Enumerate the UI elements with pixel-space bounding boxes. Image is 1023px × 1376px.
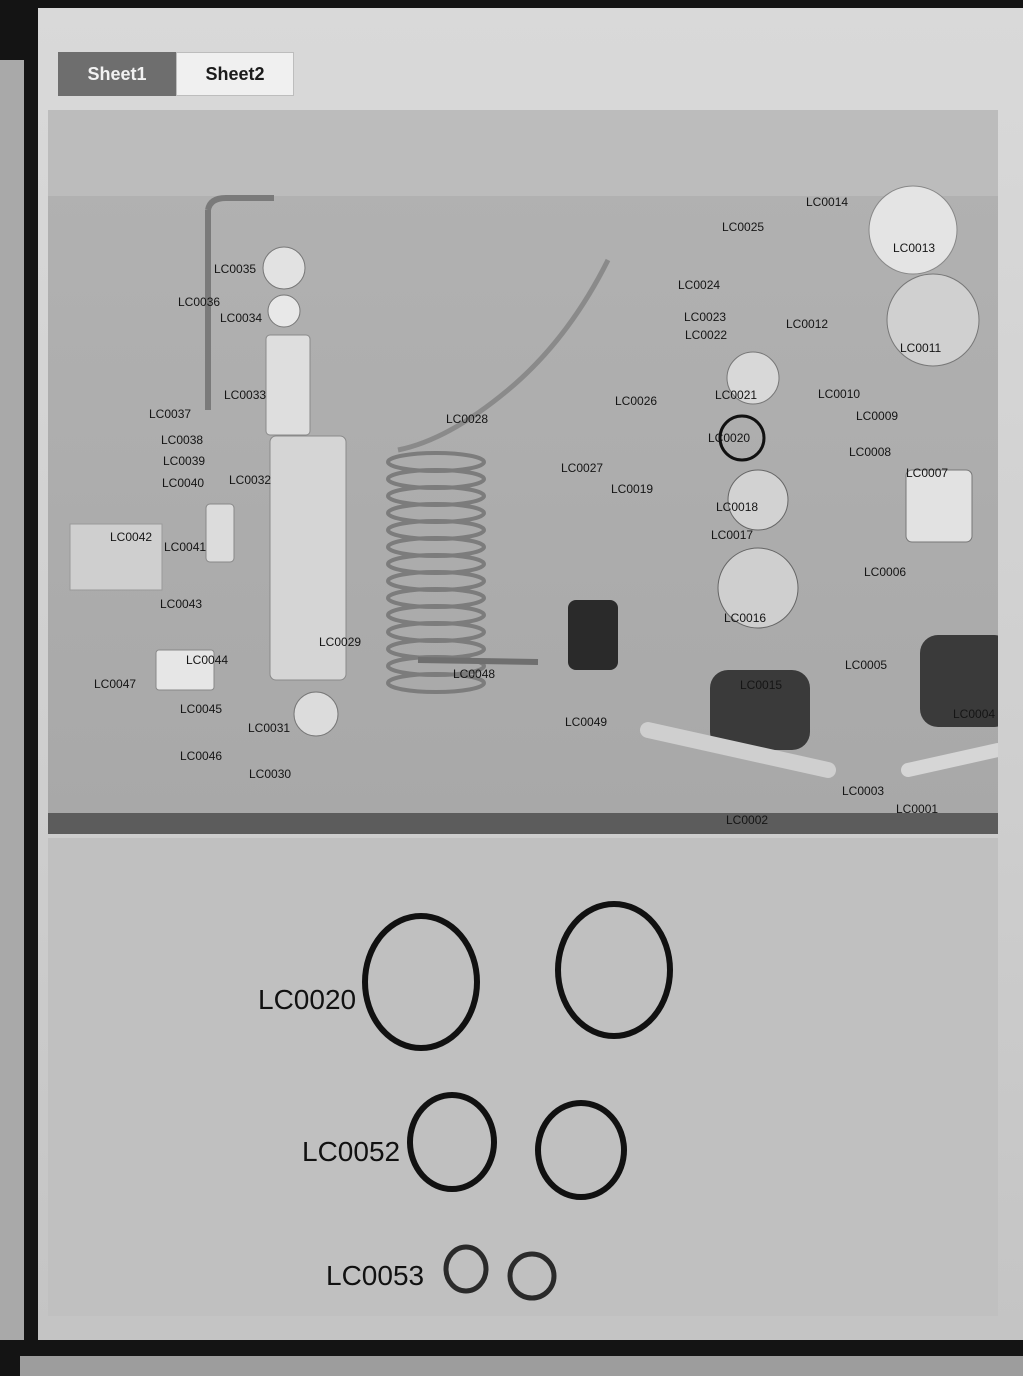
- photo-table-edge: [48, 813, 998, 834]
- o-rings-drawing: [362, 901, 673, 1301]
- part-label-lc0046: LC0046: [180, 749, 223, 763]
- part-label-lc0007: LC0007: [906, 466, 949, 480]
- disc-lc0034-image: [267, 294, 301, 328]
- parts-drawing: [69, 185, 998, 778]
- adjacent-sheet-edge-bottom: [20, 1356, 1023, 1376]
- part-label-lc0049: LC0049: [565, 715, 608, 729]
- part-label-lc0014: LC0014: [806, 195, 849, 209]
- vertical-pipe-image: [205, 195, 274, 410]
- o-ring-lc0052-b: [535, 1100, 627, 1200]
- o-ring-lc0052-a: [407, 1092, 497, 1192]
- part-label-lc0028: LC0028: [446, 412, 489, 426]
- part-label-lc0040: LC0040: [162, 476, 205, 490]
- o-ring-photo: LC0020 LC0052 LC0053: [48, 838, 998, 1316]
- part-label-lc0021: LC0021: [715, 388, 758, 402]
- part-label-lc0041: LC0041: [164, 540, 207, 554]
- part-label-lc0011: LC0011: [900, 341, 942, 355]
- part-label-lc0027: LC0027: [561, 461, 604, 475]
- part-label-lc0039: LC0039: [163, 454, 206, 468]
- part-label-lc0019: LC0019: [611, 482, 654, 496]
- part-label-lc0042: LC0042: [110, 530, 153, 544]
- part-label-lc0024: LC0024: [678, 278, 721, 292]
- part-label-lc0004: LC0004: [953, 707, 996, 721]
- flange-lc0021-image: [726, 351, 780, 405]
- part-label-lc0044: LC0044: [186, 653, 229, 667]
- part-label-lc0026: LC0026: [615, 394, 658, 408]
- part-label-lc0038: LC0038: [161, 433, 204, 447]
- valve-lc0049-image: [568, 600, 618, 670]
- bag-lc0042-image: [69, 523, 163, 591]
- part-label-lc0030: LC0030: [249, 767, 292, 781]
- part-label-lc0020: LC0020: [708, 431, 751, 445]
- part-label-lc0013: LC0013: [893, 241, 936, 255]
- part-label-lc0033: LC0033: [224, 388, 267, 402]
- body-lc0015-image: [710, 670, 810, 750]
- part-label-lc0002: LC0002: [726, 813, 769, 827]
- part-label-lc0001: LC0001: [896, 802, 939, 816]
- housing-lc0016-image: [717, 547, 799, 629]
- part-label-lc0017: LC0017: [711, 528, 754, 542]
- o-ring-label-lc0052: LC0052: [302, 1136, 401, 1167]
- cylinder-tube-image: [269, 435, 347, 681]
- o-ring-lc0020-b: [555, 901, 673, 1039]
- part-label-lc0016: LC0016: [724, 611, 767, 625]
- adjacent-sheet-edge: [0, 60, 24, 1340]
- part-label-lc0036: LC0036: [178, 295, 221, 309]
- disc-lc0031-image: [293, 691, 339, 737]
- plate-lc0007-image: [905, 469, 973, 543]
- part-label-lc0022: LC0022: [685, 328, 728, 342]
- part-label-lc0034: LC0034: [220, 311, 263, 325]
- o-ring-lc0053-b: [507, 1251, 557, 1301]
- plate-lc0013-image: [868, 185, 958, 275]
- disc-lc0035-image: [262, 246, 306, 290]
- rod-lc0048-image: [417, 657, 539, 665]
- part-label-lc0015: LC0015: [740, 678, 783, 692]
- part-label-lc0029: LC0029: [319, 635, 362, 649]
- plate-lc0011-image: [886, 273, 980, 367]
- fitting-lc0041-image: [205, 503, 235, 563]
- part-label-lc0008: LC0008: [849, 445, 892, 459]
- part-label-lc0025: LC0025: [722, 220, 765, 234]
- part-label-lc0012: LC0012: [786, 317, 829, 331]
- photo-background-wall: [48, 110, 998, 196]
- housing-lc0018-image: [727, 469, 789, 531]
- block-lc0044-image: [155, 649, 215, 691]
- tab-sheet2[interactable]: Sheet2: [176, 52, 294, 96]
- part-label-lc0048: LC0048: [453, 667, 496, 681]
- sheet-tabs: Sheet1 Sheet2: [58, 52, 294, 96]
- part-label-lc0047: LC0047: [94, 677, 137, 691]
- part-label-lc0032: LC0032: [229, 473, 272, 487]
- o-ring-lc0020-a: [362, 913, 480, 1051]
- o-ring-lc0053-a: [443, 1244, 489, 1294]
- conrod-lc0001-image: [901, 743, 998, 777]
- part-label-lc0045: LC0045: [180, 702, 223, 716]
- part-label-lc0003: LC0003: [842, 784, 885, 798]
- part-label-lc0018: LC0018: [716, 500, 759, 514]
- cylinder-insert-image: [265, 334, 311, 436]
- part-label-lc0010: LC0010: [818, 387, 861, 401]
- coil-loop-image: [386, 672, 486, 694]
- o-ring-label-lc0020: LC0020: [258, 984, 357, 1015]
- part-label-lc0005: LC0005: [845, 658, 888, 672]
- part-label-lc0031: LC0031: [248, 721, 291, 735]
- o-ring-label-lc0053: LC0053: [326, 1260, 425, 1291]
- part-label-lc0023: LC0023: [684, 310, 727, 324]
- tab-sheet1[interactable]: Sheet1: [58, 52, 176, 96]
- o-ring-lc0020-photo-image: [718, 414, 766, 462]
- pipe-lc0028-image: [397, 258, 611, 453]
- part-label-lc0035: LC0035: [214, 262, 257, 276]
- part-label-lc0006: LC0006: [864, 565, 907, 579]
- part-label-lc0037: LC0037: [149, 407, 192, 421]
- conrod-lc0002-image: [640, 722, 836, 778]
- part-label-lc0009: LC0009: [856, 409, 899, 423]
- part-label-lc0043: LC0043: [160, 597, 203, 611]
- body-lc0004-image: [920, 635, 998, 727]
